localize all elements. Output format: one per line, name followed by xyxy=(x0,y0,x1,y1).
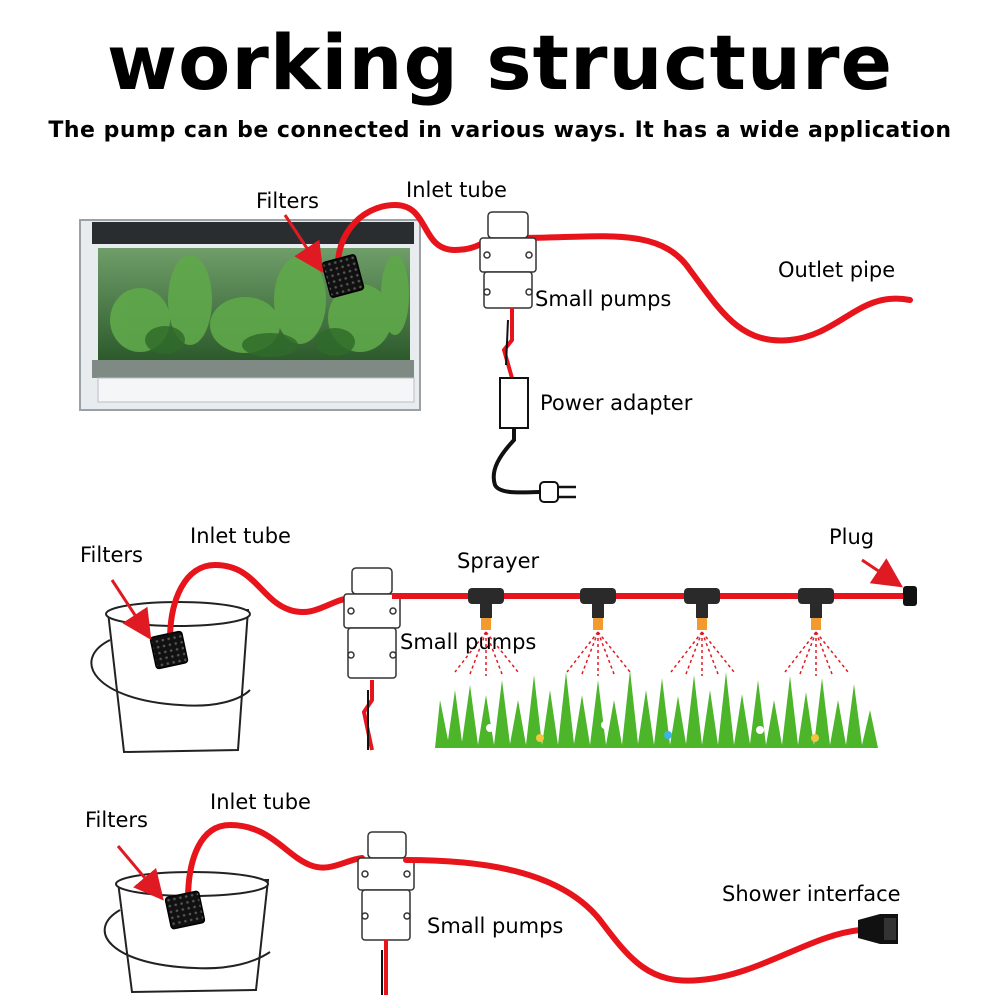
filters-arrow-2 xyxy=(110,579,152,641)
power-lead xyxy=(501,308,514,379)
sprayer-2 xyxy=(566,588,631,676)
shower-interface-label: Shower interface xyxy=(722,882,901,906)
filters-arrow-3 xyxy=(116,845,164,901)
plug-label: Plug xyxy=(829,525,875,549)
shower-interface-icon xyxy=(858,914,898,944)
small-pumps-label-3: Small pumps xyxy=(427,914,564,938)
page-title: working structure xyxy=(106,18,894,107)
inlet-tube-1 xyxy=(335,201,503,283)
filters-label-3: Filters xyxy=(85,808,148,832)
small-pump-2 xyxy=(343,567,401,679)
power-adapter xyxy=(499,377,529,429)
small-pumps-label-2: Small pumps xyxy=(400,630,537,654)
power-cable xyxy=(491,428,541,495)
outlet-pipe-1 xyxy=(517,233,913,344)
inlet-tube-2 xyxy=(167,561,353,643)
power-plug-icon xyxy=(539,481,576,503)
small-pump-3 xyxy=(357,831,415,941)
filters-arrow-1 xyxy=(283,214,324,274)
inlet-tube-3 xyxy=(185,821,365,903)
sprayer-4 xyxy=(784,588,849,676)
inlet-tube-label-1: Inlet tube xyxy=(406,178,507,202)
outlet-pipe-label: Outlet pipe xyxy=(778,258,896,282)
filter-1 xyxy=(321,254,365,298)
filter-2 xyxy=(149,630,189,670)
small-pump-1 xyxy=(479,211,537,309)
small-pumps-label-1: Small pumps xyxy=(535,287,672,311)
sprayer-label: Sprayer xyxy=(457,549,540,573)
page-subtitle: The pump can be connected in various way… xyxy=(48,118,952,143)
aquarium xyxy=(79,219,421,411)
plug-arrow xyxy=(861,558,903,588)
sprayer-3 xyxy=(670,588,735,676)
filters-label-2: Filters xyxy=(80,543,143,567)
inlet-tube-label-2: Inlet tube xyxy=(190,524,291,548)
filter-3 xyxy=(164,890,206,930)
outlet-pipe-3 xyxy=(403,857,863,984)
sprayer-1 xyxy=(454,588,519,676)
end-plug xyxy=(903,586,917,606)
power-adapter-label: Power adapter xyxy=(540,391,693,415)
grass xyxy=(435,670,878,748)
filters-label-1: Filters xyxy=(256,189,319,213)
inlet-tube-label-3: Inlet tube xyxy=(210,790,311,814)
